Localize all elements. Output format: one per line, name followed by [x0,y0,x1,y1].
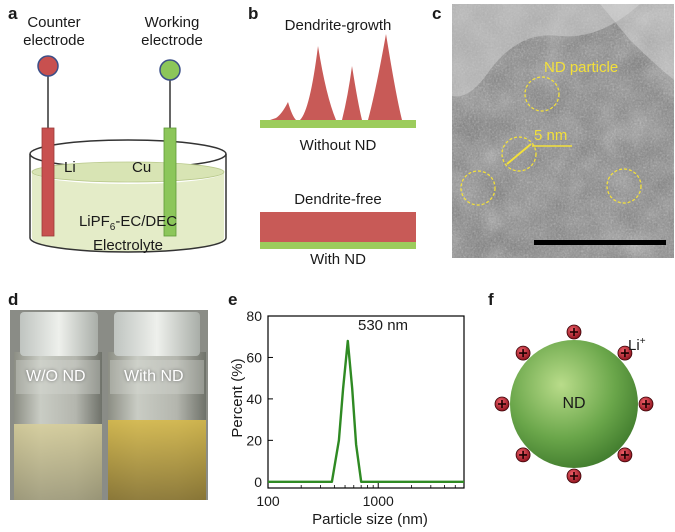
beaker-body [29,154,227,253]
li-ion-label: Li+ [628,334,646,354]
with-nd-caption: With ND [310,251,366,268]
counter-label-line2: electrode [23,32,85,49]
diameter-line [506,143,532,165]
counter-label-line1: Counter [27,14,81,31]
right-bottle-liquid [108,420,206,500]
scale-5nm-label: 5 nm [534,127,568,144]
counter-electrode-plate [41,127,55,237]
li-ion-plus-4 [570,472,578,480]
working-terminal [159,59,181,81]
x-tick-label-1: 1000 [363,493,394,509]
nd-particle-circle-2 [501,136,537,172]
li-ion-plus-6 [498,400,506,408]
dendrite-free-title: Dendrite-free [294,191,382,208]
electrolyte-line1: LiPF6-EC/DEC [38,213,218,237]
without-nd-caption: Without ND [299,137,377,154]
nd-particle-circle-1 [524,76,560,112]
li-ion-plus-2 [642,400,650,408]
dendrite-growth-shape [264,34,410,122]
li-ion-sup: + [639,336,646,347]
tem-bright-region-2 [600,4,674,80]
electrolyte-suffix: -EC/DEC [115,213,178,230]
x-tick-label-0: 100 [256,493,280,509]
li-ion-plus-3 [620,450,629,459]
substrate-bottom [260,242,416,249]
y-tick-label-0: 0 [254,474,262,490]
tem-bright-region [452,4,640,97]
y-tick-label-3: 60 [246,349,262,365]
right-bottle-sticker [110,360,204,394]
left-bottle-cap [20,312,98,356]
dendrite-growth-title: Dendrite-growth [284,17,392,34]
panel-letter-e: e [228,290,238,309]
electrolyte-sub: 6 [109,222,116,233]
li-ion-main: Li [628,337,640,354]
x-axis-label: Particle size (nm) [312,511,428,528]
li-ion-plus-0 [570,328,578,336]
y-tick-label-4: 80 [246,308,262,324]
electrolyte-label: LiPF6-EC/DEC Electrolyte [38,213,218,255]
substrate-top [260,120,416,128]
panel-letter-c: c [432,4,442,23]
panel-letter-a: a [8,4,18,23]
nd-sphere-label: ND [562,395,586,412]
right-bottle-cap [114,312,200,356]
working-label-line1: Working [144,14,200,31]
plot-frame [267,315,465,489]
y-tick-label-1: 20 [246,432,262,448]
counter-electrode-label: Counter electrode [14,14,94,50]
right-bottle-label: With ND [124,368,184,385]
nd-particle-circle-3 [460,170,496,206]
panel-letter-d: d [8,290,19,309]
li-ion-plus-1 [620,349,629,358]
panel-letter-f: f [488,290,494,309]
li-ion-plus-5 [519,450,528,459]
counter-terminal [37,55,59,77]
y-tick-label-2: 40 [246,391,262,407]
nd-particle-circle-4 [606,168,642,204]
peak-label: 530 nm [358,317,409,334]
size-distribution-line [268,339,464,483]
left-bottle-liquid [14,424,102,500]
left-bottle-sticker [16,360,100,394]
nd-particle-label: ND particle [544,59,619,76]
cu-electrode-label: Cu [132,159,152,176]
scale-bar [534,240,666,245]
working-electrode-plate [163,127,177,237]
working-label-line2: electrode [141,32,203,49]
electrolyte-line2: Electrolyte [92,237,164,254]
panel-letter-b: b [248,4,259,23]
nd-sphere [510,340,638,468]
electrolyte-prefix: LiPF [78,213,110,230]
lithium-flat-layer [260,212,416,242]
li-electrode-label: Li [64,159,76,176]
left-bottle-label: W/O ND [26,368,86,385]
working-electrode-label: Working electrode [132,14,212,50]
li-ion-plus-7 [519,349,528,358]
